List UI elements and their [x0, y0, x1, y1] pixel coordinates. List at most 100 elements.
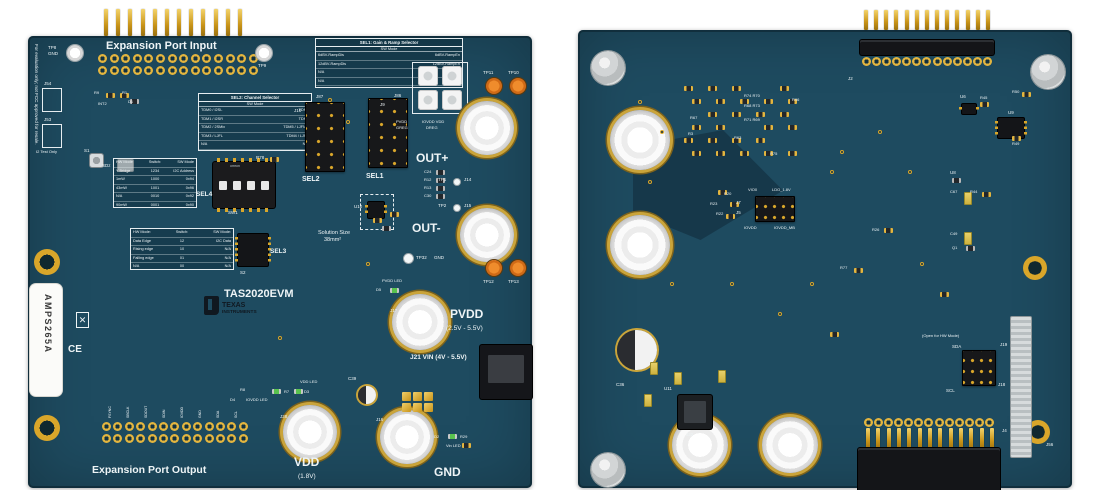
smd-resistor [716, 151, 725, 156]
silkscreen-label: U11 [664, 386, 672, 391]
sel1-jumper-block [368, 98, 408, 168]
silkscreen-label: R75 [770, 151, 778, 156]
silkscreen-label: C39 [348, 376, 357, 381]
tp12-capacitor [486, 260, 502, 276]
sel1-sw-mode: SW Mode [316, 47, 462, 52]
plated-hole [202, 54, 212, 63]
silkscreen-label: VDD LED [300, 379, 318, 384]
silkscreen-label: TP8 [48, 45, 57, 50]
top-header-connector [860, 40, 994, 55]
tp9-test-point [256, 45, 272, 61]
plated-hole [984, 418, 994, 427]
smd-resistor [780, 112, 789, 117]
smd-resistor [692, 125, 701, 130]
expansion-port-output-title: Expansion Port Output [92, 464, 207, 476]
header-pin [874, 10, 879, 30]
plated-hole [113, 422, 123, 431]
plated-hole [132, 66, 142, 75]
plated-hole [193, 422, 203, 431]
plated-hole [181, 434, 191, 443]
plated-hole [934, 418, 944, 427]
header-pin [237, 9, 242, 36]
smd-resistor [732, 112, 741, 117]
silkscreen-label: R26 [872, 227, 880, 232]
plated-hole [136, 434, 146, 443]
plated-hole [237, 66, 247, 75]
header-pin [958, 428, 963, 450]
silkscreen-label: SEL4 [196, 191, 213, 198]
silkscreen-label: GND [48, 51, 58, 56]
ti-logo-icon [204, 296, 219, 315]
plated-hole [144, 54, 154, 63]
silkscreen-label: J19 [1000, 342, 1008, 347]
weee-icon: ✕ [76, 312, 89, 328]
silkscreen-label: SW1 [228, 210, 238, 215]
silkscreen-label: VIO0 [748, 187, 758, 192]
silkscreen-label: R50 [1012, 89, 1020, 94]
silkscreen-label: J14 [464, 177, 472, 182]
plated-hole [944, 418, 954, 427]
silkscreen-label: R29 [460, 434, 468, 439]
j53-header [42, 124, 62, 148]
smd-resistor [716, 125, 725, 130]
silkscreen-label: SDA [952, 344, 962, 349]
silkscreen-label: S1 [84, 148, 90, 153]
expansion-output-holes-row2 [102, 434, 248, 443]
plated-hole [216, 422, 226, 431]
header-pin [225, 9, 230, 36]
vdd-label: VDD [294, 455, 320, 469]
expansion-input-holes-row1 [98, 54, 258, 63]
silkscreen-label: INT2 [98, 101, 107, 106]
silkscreen-label: SDOUT [144, 405, 148, 418]
silkscreen-label: R49 [1012, 141, 1020, 146]
mounting-hole [34, 415, 60, 441]
plated-hole [102, 434, 111, 443]
silkscreen-label: J87 [316, 94, 324, 99]
silkscreen-label: J10 [294, 108, 302, 113]
plated-hole [962, 57, 972, 66]
sdz-component [118, 160, 133, 171]
header-pin [886, 428, 891, 450]
header-pin [938, 428, 943, 450]
plated-hole [190, 66, 200, 75]
silkscreen-label: PVDD LED [382, 278, 403, 283]
silkscreen-label: SDA [216, 410, 220, 418]
connector-back [610, 215, 670, 275]
bottom-header-holes [864, 418, 994, 427]
silkscreen-label: R22 [716, 211, 724, 216]
plated-hole [124, 434, 134, 443]
ce-mark: CE [68, 344, 82, 355]
connector-back [762, 417, 818, 473]
smd-resistor [764, 125, 773, 130]
plated-hole [144, 66, 154, 75]
mounting-hole [34, 249, 60, 275]
plated-hole [216, 434, 226, 443]
smd-resistor [692, 99, 701, 104]
bottom-header-pins [866, 428, 994, 450]
header-pin [164, 9, 169, 36]
silkscreen-label: R3 [688, 131, 694, 136]
plated-hole [237, 54, 247, 63]
smd-resistor [764, 99, 773, 104]
header-pin [864, 10, 868, 30]
header-pin [927, 428, 932, 450]
header-pin [104, 9, 108, 36]
silkscreen-label: FSYNC [108, 406, 112, 418]
silkscreen-label: (2.5V - 5.5V) [446, 325, 483, 332]
silkscreen-label: J5 [736, 210, 741, 215]
s1-switch [90, 154, 103, 167]
dip-toggle [233, 180, 241, 190]
pvdd-connector [392, 294, 448, 350]
plated-hole [204, 422, 214, 431]
connector-back [610, 110, 670, 170]
header-pin [969, 428, 974, 450]
smd-resistor [684, 86, 693, 91]
jumper-shunt [418, 90, 438, 110]
silkscreen-label: TP32 [416, 255, 427, 260]
silkscreen-label: J54 [44, 81, 52, 86]
